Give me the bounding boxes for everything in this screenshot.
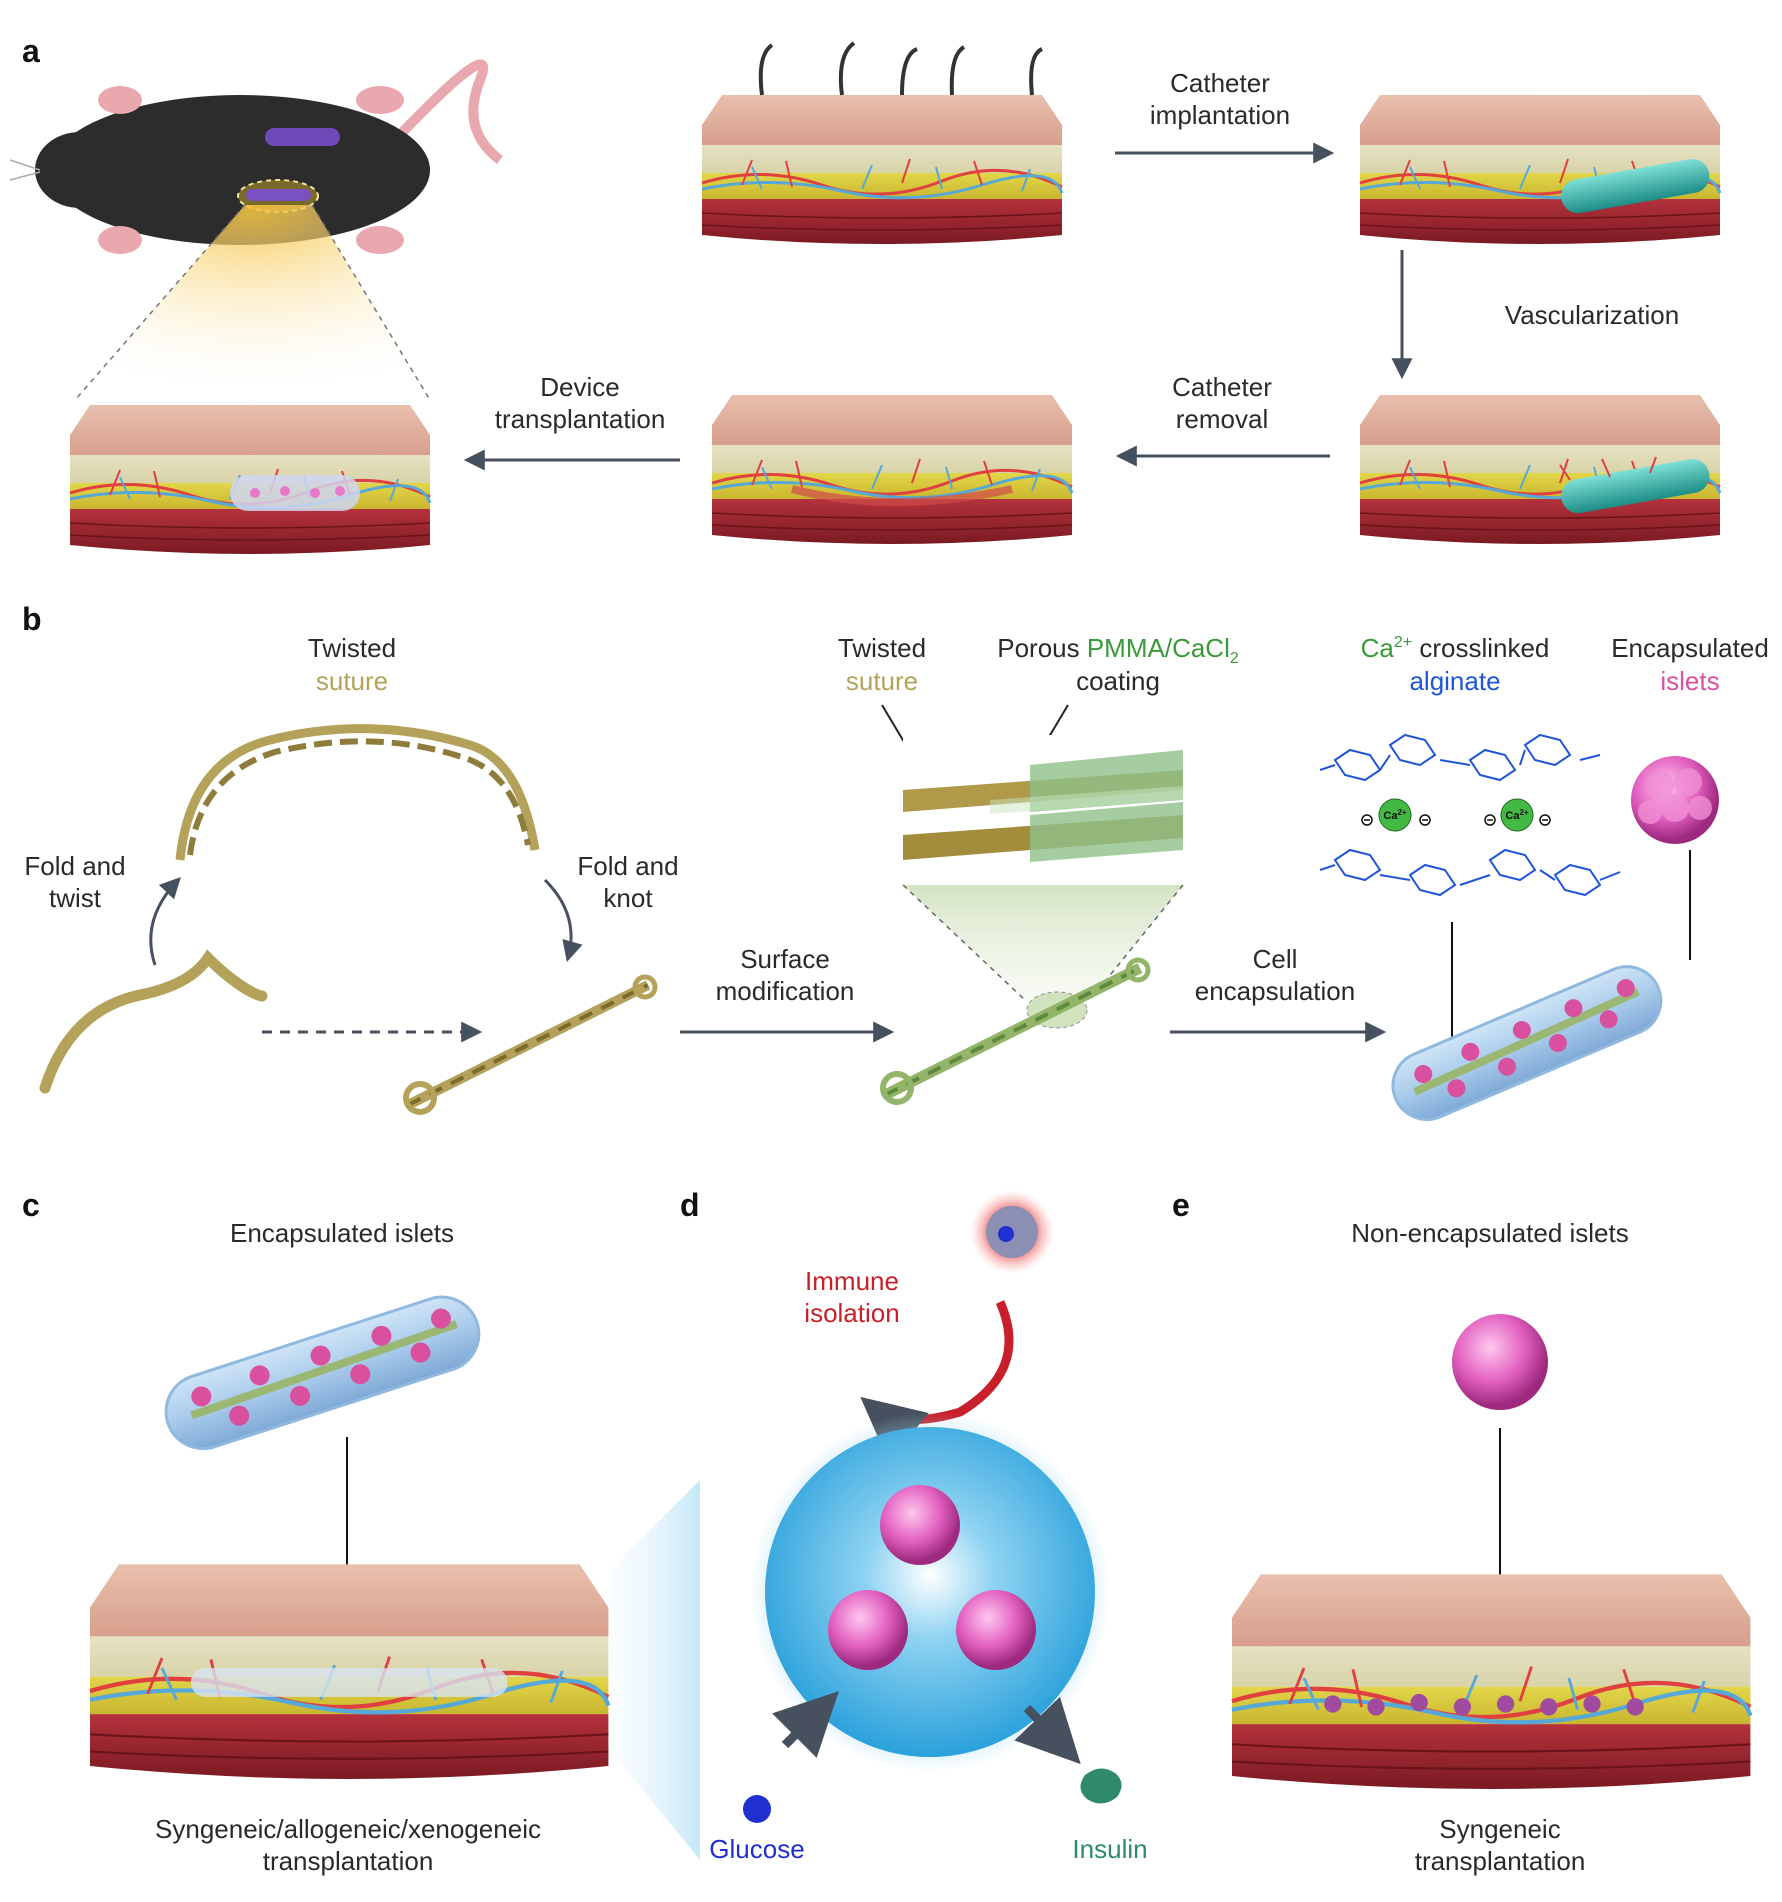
- label-surface-modification-2: modification: [716, 976, 855, 1006]
- glucose-icon: [743, 1795, 771, 1823]
- label-device-transplantation-1: Device: [540, 372, 619, 402]
- label-twisted-2: Twisted: [838, 633, 926, 663]
- panel-e-caption-2: transplantation: [1415, 1846, 1586, 1876]
- charge-minus-icons: [1361, 814, 1551, 826]
- panel-label-a: a: [22, 33, 40, 69]
- encapsulated-device-b: [1391, 965, 1663, 1121]
- tissue-block-catheter: [1358, 93, 1722, 246]
- panel-c-caption-2: transplantation: [263, 1846, 434, 1876]
- panel-e-title: Non-encapsulated islets: [1351, 1218, 1629, 1248]
- islet-e: [1452, 1314, 1548, 1410]
- label-fold-knot-1: Fold and: [577, 851, 678, 881]
- label-twisted: Twisted: [308, 633, 396, 663]
- panel-label-b: b: [22, 601, 42, 637]
- label-insulin: Insulin: [1072, 1834, 1147, 1864]
- panel-c-title: Encapsulated islets: [230, 1218, 454, 1248]
- label-catheter-implantation-2: implantation: [1150, 100, 1290, 130]
- twisted-suture-arc: [175, 724, 540, 861]
- calcium-ion-1: Ca2+: [1378, 798, 1412, 832]
- svg-text:Ca2+: Ca2+: [1505, 808, 1529, 822]
- tissue-block-cavity: [710, 393, 1074, 546]
- tissue-block-e: [1232, 1574, 1750, 1789]
- label-immune: Immune: [805, 1266, 899, 1296]
- mouse-illustration: [9, 59, 504, 254]
- label-suture-2: suture: [846, 666, 918, 696]
- straight-suture: [39, 949, 268, 1094]
- encapsulated-device-c: [164, 1295, 481, 1451]
- svg-text:Ca2+: Ca2+: [1383, 808, 1407, 822]
- zoom-cone: [75, 205, 430, 400]
- insulin-icon: [1080, 1768, 1122, 1804]
- label-islets: islets: [1660, 666, 1719, 696]
- panel-label-e: e: [1172, 1187, 1190, 1223]
- tissue-block-initial: [700, 41, 1064, 246]
- label-catheter-removal-2: removal: [1176, 404, 1268, 434]
- tissue-block-c: [90, 1564, 608, 1779]
- label-crosslinked: Ca2+ crosslinked: [1361, 633, 1550, 663]
- label-fold-knot-2: knot: [603, 883, 653, 913]
- panel-label-d: d: [680, 1187, 700, 1223]
- label-glucose: Glucose: [709, 1834, 804, 1864]
- label-fold-twist-2: twist: [49, 883, 102, 913]
- label-isolation: isolation: [804, 1298, 899, 1328]
- islet-top: [880, 1485, 960, 1565]
- label-alginate: alginate: [1409, 666, 1500, 696]
- coated-suture: [880, 957, 1151, 1105]
- knotted-suture: [403, 974, 658, 1115]
- label-cell-encapsulation-2: encapsulation: [1195, 976, 1355, 1006]
- tissue-block-device: [68, 403, 432, 556]
- label-catheter-implantation-1: Catheter: [1170, 68, 1270, 98]
- islet-cluster-b: [1631, 756, 1719, 844]
- zoom-cone-blue: [610, 1480, 700, 1860]
- arrow-glucose-in: [772, 1691, 839, 1758]
- label-cell-encapsulation-1: Cell: [1253, 944, 1298, 974]
- label-device-transplantation-2: transplantation: [495, 404, 666, 434]
- label-encapsulated: Encapsulated: [1611, 633, 1769, 663]
- label-catheter-removal-1: Catheter: [1172, 372, 1272, 402]
- tissue-block-vascularized: [1358, 393, 1722, 546]
- label-porous-coating: Porous PMMA/CaCl2: [997, 633, 1239, 667]
- islet-left: [828, 1590, 908, 1670]
- islet-right: [956, 1590, 1036, 1670]
- calcium-ion-2: Ca2+: [1500, 798, 1534, 832]
- label-fold-twist-1: Fold and: [24, 851, 125, 881]
- arrow-fold-knot: [543, 878, 583, 963]
- zoom-cone-green: [903, 885, 1183, 1000]
- label-coating: coating: [1076, 666, 1160, 696]
- capsule-sphere: [750, 1412, 1110, 1772]
- label-suture: suture: [316, 666, 388, 696]
- panel-c-caption-1: Syngeneic/allogeneic/xenogeneic: [155, 1814, 541, 1844]
- suture-coating-inset: [903, 735, 1183, 885]
- panel-label-c: c: [22, 1187, 40, 1223]
- panel-e-caption-1: Syngeneic: [1439, 1814, 1560, 1844]
- label-surface-modification-1: Surface: [740, 944, 830, 974]
- arrow-insulin-out: [1014, 1696, 1081, 1765]
- label-vascularization: Vascularization: [1505, 300, 1679, 330]
- alginate-structure: [1319, 733, 1621, 897]
- immune-cell: [970, 1190, 1054, 1274]
- arrow-fold-twist: [149, 876, 181, 966]
